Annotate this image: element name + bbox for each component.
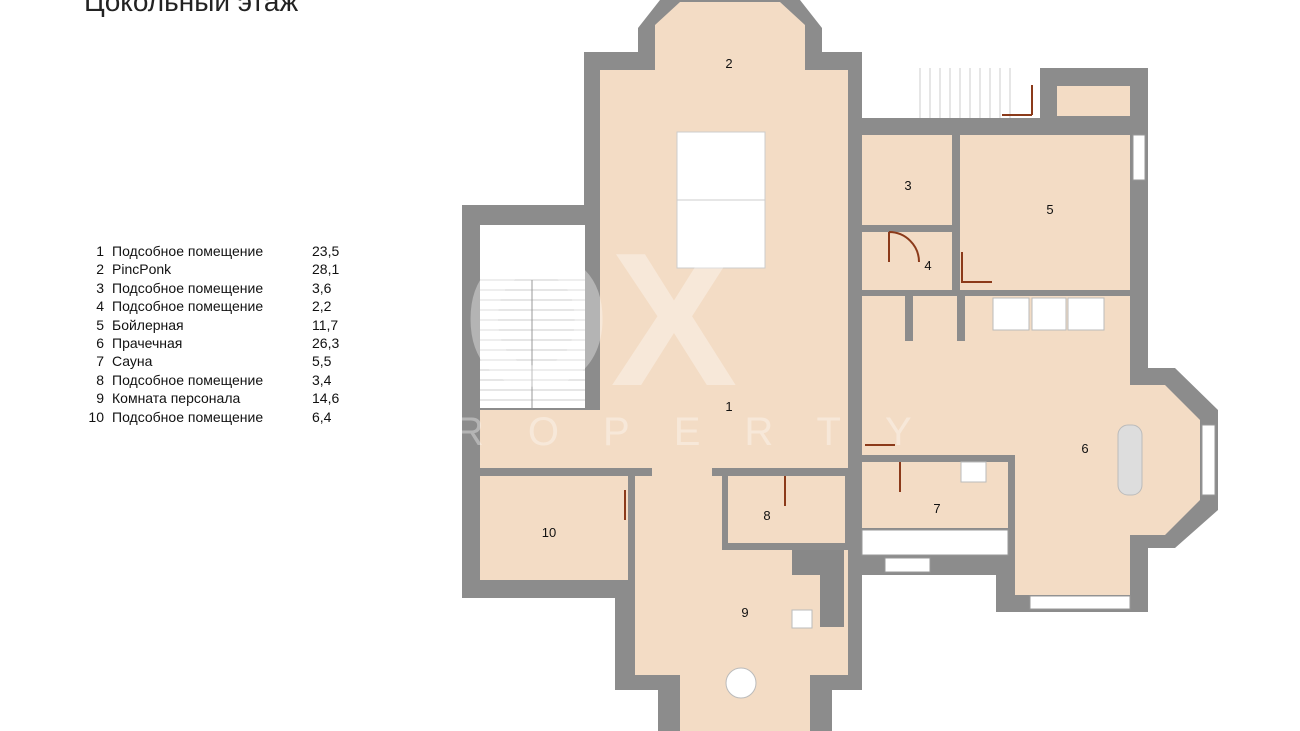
room-label: 7 [933, 501, 940, 516]
legend-num: 1 [96, 243, 104, 259]
legend-row: 3 Подсобное помещение 3,6 [84, 279, 339, 297]
legend-num: 7 [96, 353, 104, 370]
legend-name: Бойлерная [112, 316, 184, 333]
legend-row: 5 Бойлерная 11,7 [84, 316, 339, 334]
room-label: 10 [542, 525, 556, 540]
legend-row: 6 Прачечная 26,3 [84, 334, 339, 352]
legend-area: 2,2 [312, 298, 332, 315]
room-label: 1 [725, 399, 732, 414]
room-label: 2 [725, 56, 732, 71]
room-label: 6 [1081, 441, 1088, 456]
legend-name: Прачечная [112, 335, 183, 352]
page-title: Цокольный этаж [84, 0, 299, 17]
watermark-logo: OX [463, 214, 738, 426]
room-10-floor [480, 476, 628, 580]
legend-name: Подсобное помещение [112, 371, 264, 388]
legend-num: 6 [96, 335, 104, 352]
legend-area: 26,3 [312, 335, 340, 352]
watermark-text: PROPERTY [384, 410, 955, 454]
legend-num: 3 [96, 279, 104, 296]
staircase-top [862, 52, 1030, 118]
legend-name: Подсобное помещение [112, 243, 264, 259]
sofa [792, 550, 844, 575]
legend-name: Подсобное помещение [112, 298, 264, 315]
room-5-floor [960, 135, 1130, 290]
legend-num: 10 [88, 408, 104, 425]
room-8-floor [728, 476, 845, 543]
legend-row: 4 Подсобное помещение 2,2 [84, 297, 339, 315]
room-label: 4 [924, 258, 931, 273]
legend-name: Сауна [112, 353, 153, 370]
room-label: 3 [904, 178, 911, 193]
room-1-floor [480, 410, 848, 468]
room-label: 5 [1046, 202, 1053, 217]
room-labels: 1 2 3 4 5 6 7 8 9 10 [542, 56, 1089, 620]
floors [480, 2, 1200, 731]
windows [861, 134, 1216, 610]
room-label: 9 [741, 605, 748, 620]
legend-area: 3,4 [312, 371, 332, 388]
legend-area: 5,5 [312, 353, 332, 370]
legend-row: 10 Подсобное помещение 6,4 [84, 408, 339, 426]
legend-row: 2 PincPonk 28,1 [84, 260, 339, 278]
legend-row: 7 Сауна 5,5 [84, 352, 339, 370]
legend-num: 8 [96, 371, 104, 388]
room-label: 8 [763, 508, 770, 523]
room-4-floor [862, 232, 952, 290]
legend-name: Подсобное помещение [112, 408, 264, 425]
legend-name: PincPonk [112, 261, 172, 278]
legend-name: Комната персонала [112, 390, 241, 407]
legend-row: 1 Подсобное помещение 23,5 [84, 242, 339, 260]
watermark: OX PROPERTY [384, 214, 955, 454]
room-6-floor [862, 296, 1200, 595]
legend-area: 14,6 [312, 390, 340, 407]
legend-area: 6,4 [312, 408, 332, 425]
doors [624, 85, 1033, 520]
legend-area: 23,5 [312, 243, 340, 259]
legend-row: 8 Подсобное помещение 3,4 [84, 371, 339, 389]
room-3-floor [862, 135, 952, 225]
legend-area: 11,7 [312, 316, 339, 333]
legend-name: Подсобное помещение [112, 279, 264, 296]
legend-num: 9 [96, 390, 104, 407]
legend-area: 28,1 [312, 261, 340, 278]
appliances [725, 297, 1143, 699]
legend-num: 4 [96, 298, 104, 315]
legend-area: 3,6 [312, 279, 332, 296]
legend-num: 5 [96, 316, 104, 333]
legend-num: 2 [96, 261, 104, 278]
legend-row: 9 Комната персонала 14,6 [84, 389, 339, 407]
staircase-left [480, 225, 585, 408]
